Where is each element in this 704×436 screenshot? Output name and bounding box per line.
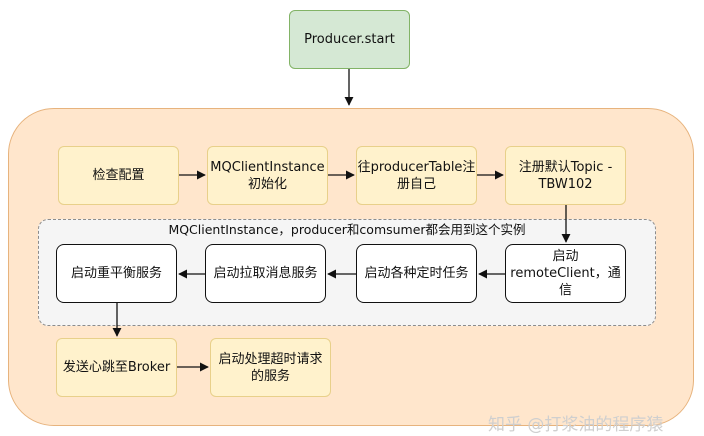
node-send-heartbeat: 发送心跳至Broker (56, 338, 177, 397)
node-register-default-topic: 注册默认Topic -TBW102 (505, 146, 626, 205)
node-register-producer-table: 往producerTable注册自己 (356, 146, 477, 205)
node-start-rebalance-service: 启动重平衡服务 (56, 244, 177, 303)
node-start-timer-tasks: 启动各种定时任务 (356, 244, 477, 303)
node-start-pull-service: 启动拉取消息服务 (205, 244, 326, 303)
shared-instance-group-label: MQClientInstance，producer和comsumer都会用到这个… (168, 222, 526, 237)
node-producer-start: Producer.start (289, 10, 410, 69)
node-start-timeout-service: 启动处理超时请求的服务 (210, 338, 331, 397)
watermark: 知乎 @打浆油的程序猿 (488, 415, 664, 435)
node-check-config: 检查配置 (58, 146, 179, 205)
